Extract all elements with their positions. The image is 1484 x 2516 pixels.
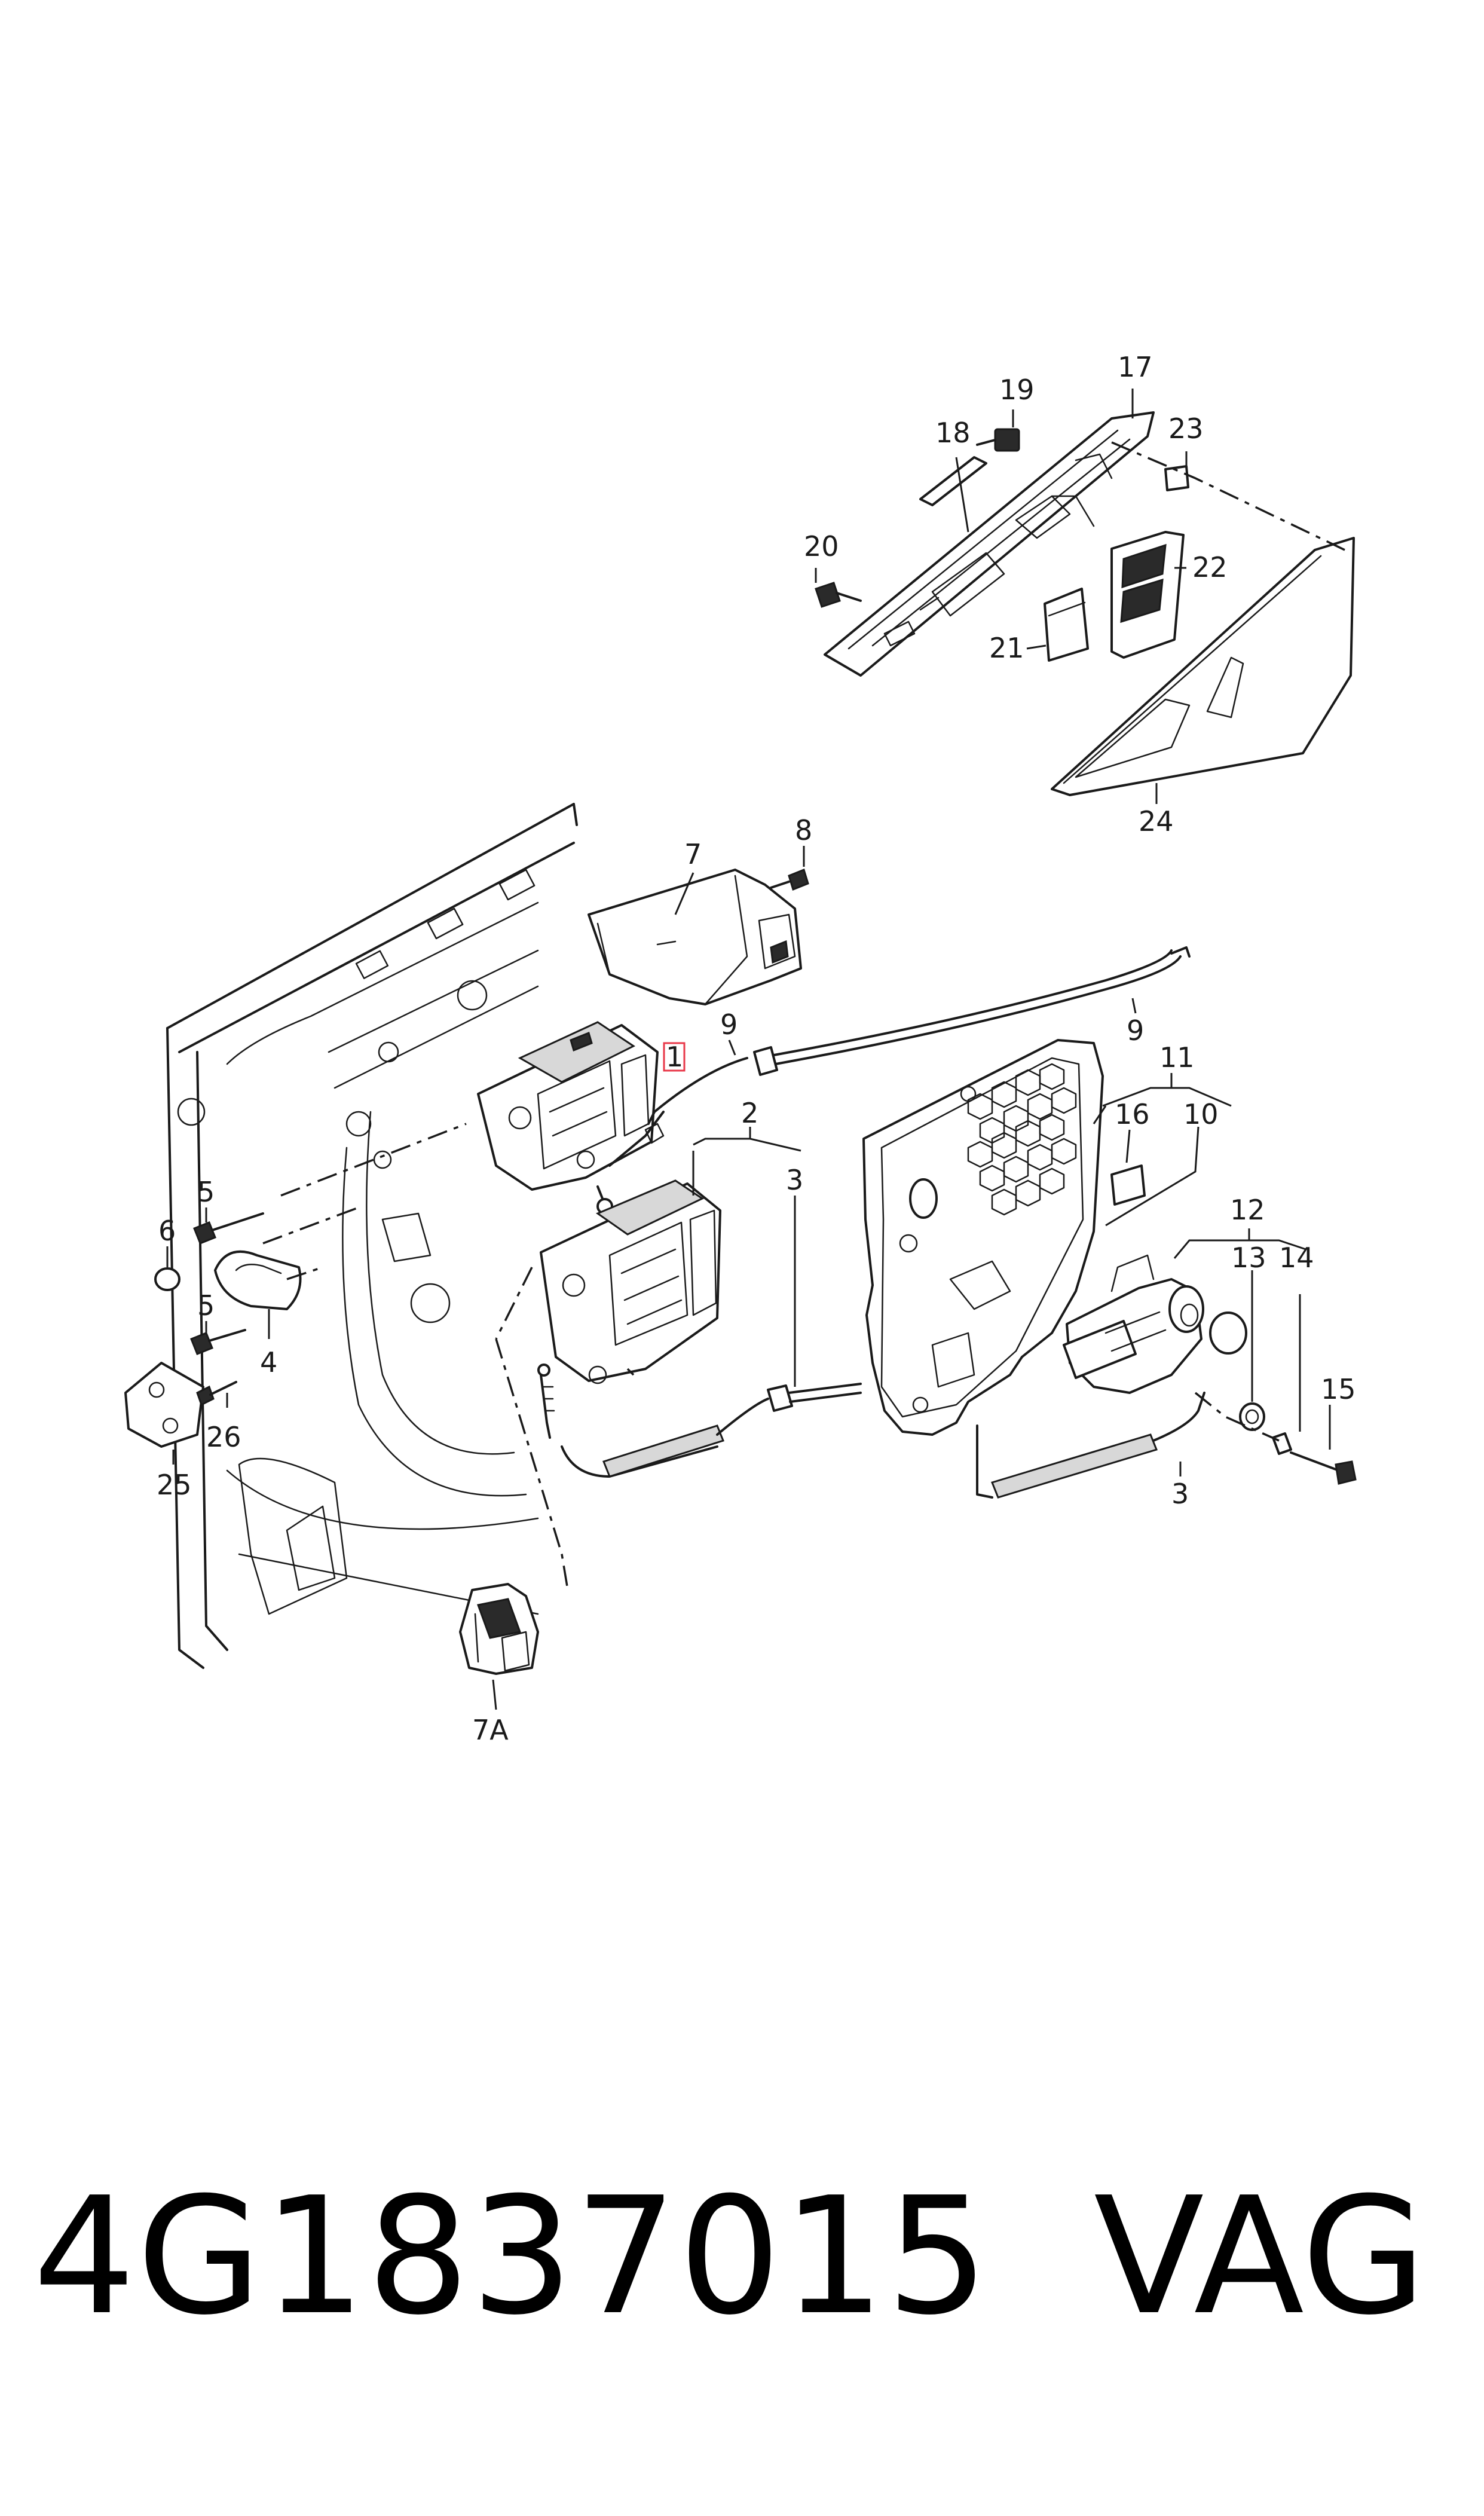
callout-20: 20 — [804, 530, 839, 562]
callout-12: 12 — [1230, 1194, 1265, 1226]
door-module-carrier — [862, 1039, 1232, 1436]
callout-1: 1 — [666, 1041, 683, 1073]
callout-23: 23 — [1168, 412, 1204, 445]
callout-26: 26 — [206, 1421, 241, 1453]
door-handle-trim-assembly — [815, 411, 1355, 796]
callout-13: 13 — [1231, 1242, 1266, 1274]
callout-21: 21 — [989, 632, 1024, 664]
callout-2: 2 — [741, 1097, 758, 1129]
callout-10: 10 — [1183, 1098, 1219, 1130]
callout-8: 8 — [795, 814, 812, 846]
callout-15: 15 — [1321, 1373, 1356, 1405]
callout-14: 14 — [1279, 1242, 1314, 1274]
brand-label: VAG — [1094, 2162, 1427, 2350]
callout-5-upper: 5 — [197, 1176, 215, 1208]
callout-9-upper: 9 — [720, 1008, 738, 1041]
callout-18: 18 — [935, 417, 971, 449]
small-fasteners — [124, 1123, 467, 1448]
callout-7: 7 — [684, 838, 702, 870]
door-shell — [166, 803, 578, 1669]
callout-16: 16 — [1115, 1098, 1150, 1130]
door-lock-upper — [477, 1021, 665, 1215]
window-motor — [1063, 1228, 1357, 1485]
release-cable — [644, 946, 1191, 1144]
part-7a-cover — [459, 1583, 539, 1675]
callout-3-lower: 3 — [1171, 1478, 1189, 1510]
honeycomb-pattern — [967, 1063, 1077, 1216]
leader-lines — [166, 389, 1188, 1710]
callout-17: 17 — [1118, 351, 1153, 383]
actuator-cable — [561, 1383, 1205, 1499]
callout-11: 11 — [1159, 1041, 1195, 1074]
callout-labels: 17 19 18 23 20 22 21 24 7 8 9 1 9 11 16 … — [157, 351, 1356, 1746]
callout-9-right: 9 — [1127, 1014, 1144, 1047]
door-lock-lower — [495, 1179, 721, 1591]
callout-3-upper: 3 — [786, 1164, 803, 1196]
callout-25: 25 — [157, 1469, 192, 1501]
callout-1-highlight — [663, 1042, 686, 1072]
callout-19: 19 — [999, 374, 1035, 406]
part-number: 4G1837015 — [33, 2162, 990, 2350]
callout-22: 22 — [1192, 551, 1228, 583]
callout-6: 6 — [158, 1215, 176, 1247]
callout-5-lower: 5 — [197, 1289, 215, 1322]
callout-24: 24 — [1139, 805, 1174, 837]
callout-7a: 7A — [472, 1714, 509, 1746]
callout-4: 4 — [260, 1346, 277, 1378]
lock-cover-bracket — [588, 869, 809, 1005]
